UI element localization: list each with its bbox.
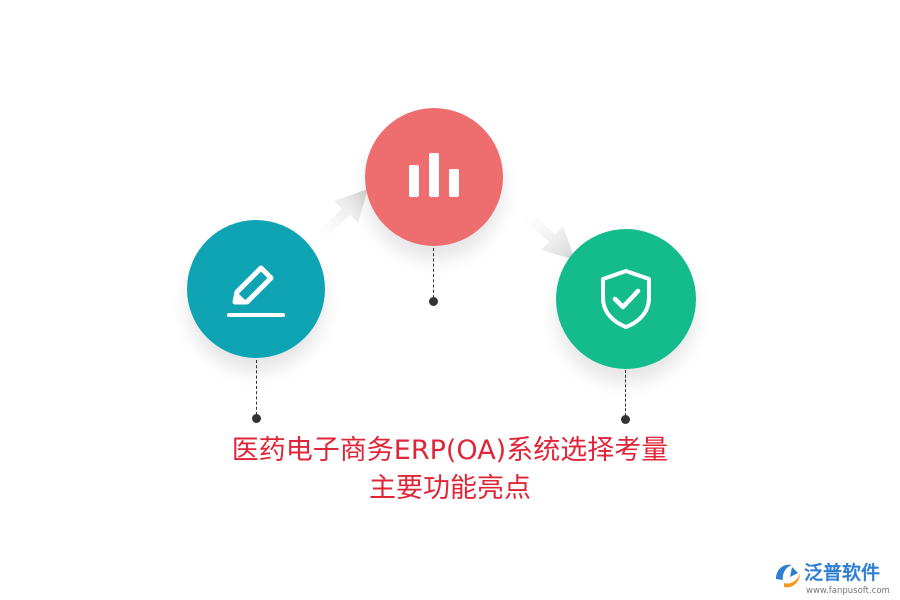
logo-name: 泛普软件 [804, 561, 880, 584]
connector-dot-edit [252, 414, 261, 423]
brand-logo: 泛普软件 www.fanpusoft.com [776, 561, 890, 596]
connector-shield [625, 370, 626, 416]
shield-check-icon [601, 269, 651, 329]
logo-mark-icon [776, 564, 800, 588]
title-line-2: 主要功能亮点 [369, 473, 531, 504]
bar-chart-icon [409, 153, 459, 197]
logo-url: www.fanpusoft.com [806, 586, 890, 596]
connector-chart [433, 248, 434, 298]
title-line-1: 医药电子商务ERP(OA)系统选择考量 [231, 435, 669, 466]
connector-dot-shield [621, 415, 630, 424]
arrow-edit-to-chart [312, 189, 368, 243]
connector-edit [256, 360, 257, 415]
node-edit [187, 220, 325, 358]
arrow-chart-to-shield [519, 208, 575, 260]
connector-dot-chart [429, 297, 438, 306]
node-shield [556, 229, 696, 369]
node-chart [365, 108, 503, 246]
pencil-edit-icon [227, 265, 285, 317]
